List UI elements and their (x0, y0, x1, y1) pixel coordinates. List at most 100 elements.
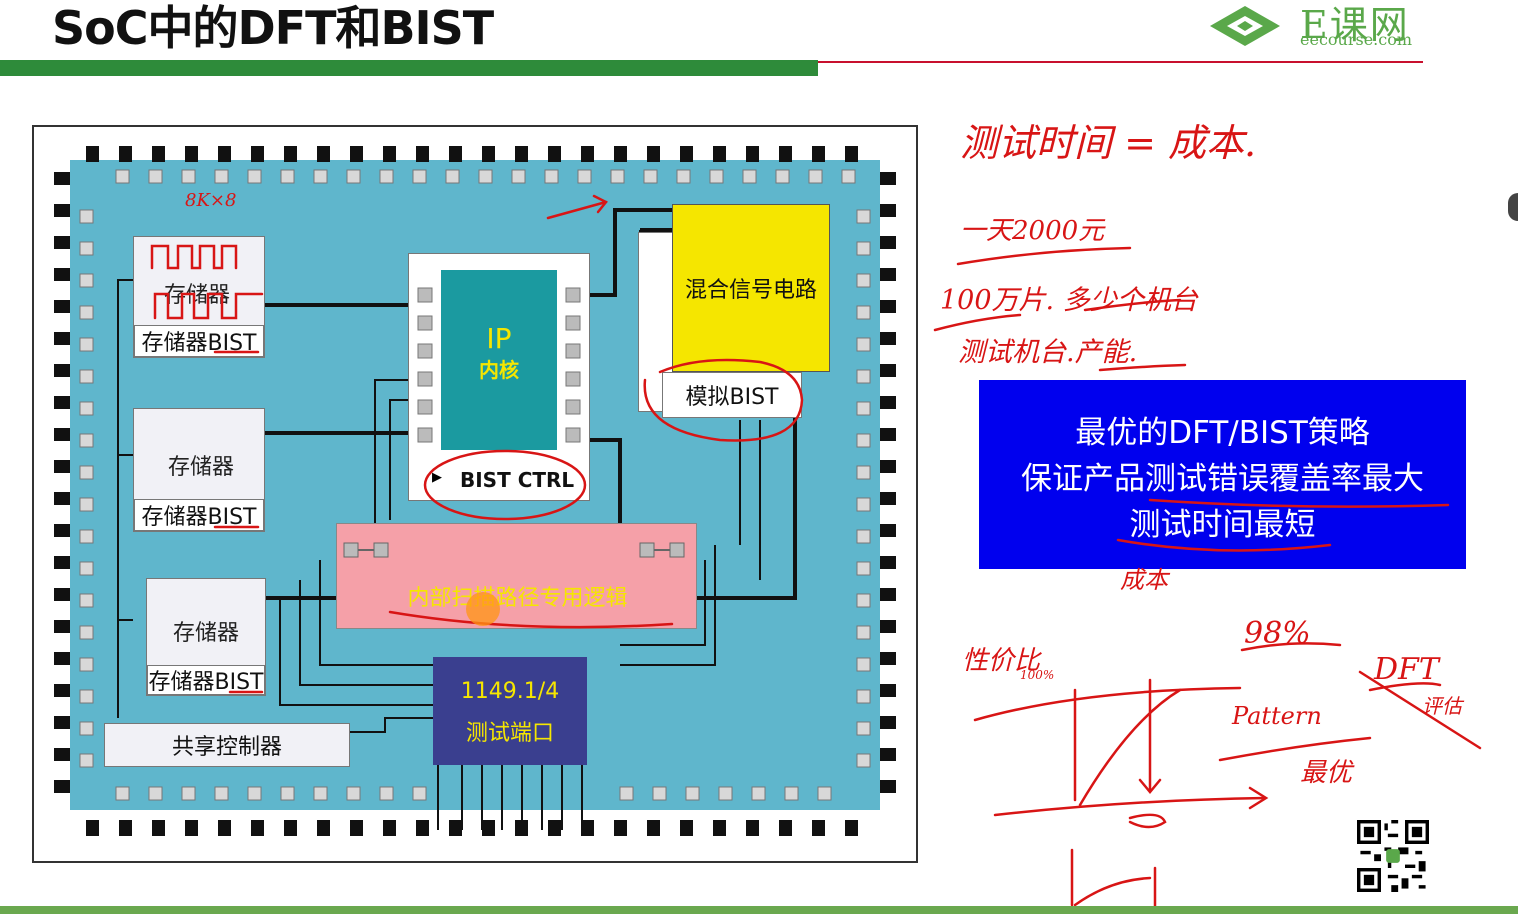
chip-pad (856, 657, 871, 672)
annotation-optimal: 最优 (1300, 758, 1353, 788)
chip-pad (79, 369, 94, 384)
chip-pin (54, 780, 70, 793)
chip-pin (284, 820, 297, 836)
chip-pad (79, 465, 94, 480)
strategy-line2: 保证产品测试错误覆盖率最大 (1021, 461, 1424, 497)
chip-pin (880, 428, 896, 441)
chip-pin (54, 620, 70, 633)
chip-pin (54, 300, 70, 313)
chip-pin (482, 820, 495, 836)
chip-pin (54, 396, 70, 409)
chip-pin (614, 820, 627, 836)
chip-pad (856, 369, 871, 384)
chip-pad (544, 169, 559, 184)
chip-pin (779, 820, 792, 836)
chip-pad (79, 433, 94, 448)
chip-pad (79, 241, 94, 256)
bist-ctrl-label: BIST CTRL (460, 468, 575, 492)
chip-pad (79, 721, 94, 736)
chip-pin (54, 716, 70, 729)
chip-pin (548, 820, 561, 836)
chip-pin (713, 820, 726, 836)
chip-pins-bottom (86, 820, 858, 836)
chip-pin (880, 172, 896, 185)
chip-pad (313, 786, 328, 801)
scroll-handle[interactable] (1508, 193, 1518, 221)
chip-pad (808, 169, 823, 184)
chip-pad (445, 169, 460, 184)
scan-logic-block: 内部扫描路径专用逻辑 (336, 523, 697, 629)
chip-pin (880, 492, 896, 505)
chip-pad (709, 169, 724, 184)
memory-bist-label: 存储器BIST (134, 499, 264, 531)
chip-pin (284, 146, 297, 162)
annotation-dft: DFT (1374, 652, 1439, 687)
chip-pad (643, 169, 658, 184)
chip-pin (317, 820, 330, 836)
chip-pad (214, 786, 229, 801)
chip-pad (856, 497, 871, 512)
chip-pad (856, 305, 871, 320)
chip-pin (880, 364, 896, 377)
chip-pad (856, 401, 871, 416)
chip-pad (79, 657, 94, 672)
chip-pin (54, 684, 70, 697)
analog-bist-block: 模拟BIST (662, 372, 802, 418)
ip-core-subtitle: 内核 (479, 358, 519, 382)
chip-pin (54, 556, 70, 569)
strategy-box: 最优的DFT/BIST策略 保证产品测试错误覆盖率最大 测试时间最短 (979, 380, 1466, 569)
chip-pad (856, 433, 871, 448)
chip-pin (515, 146, 528, 162)
chip-pin (680, 820, 693, 836)
memory-label: 存储器 (168, 455, 235, 480)
chip-pad (610, 169, 625, 184)
chip-pin (880, 396, 896, 409)
chip-pin (880, 716, 896, 729)
chip-pin (880, 204, 896, 217)
chip-pin (746, 820, 759, 836)
chip-pin (482, 146, 495, 162)
chip-pad (412, 786, 427, 801)
chip-pad (685, 786, 700, 801)
chip-pins-top (86, 146, 858, 162)
chip-pin (581, 820, 594, 836)
chip-pin (54, 588, 70, 601)
chip-pad (856, 241, 871, 256)
chip-pin (647, 146, 660, 162)
chip-pin (251, 146, 264, 162)
chip-pad (79, 561, 94, 576)
chip-pin (54, 492, 70, 505)
chip-pin (416, 820, 429, 836)
chip-pin (119, 146, 132, 162)
chip-pin (812, 820, 825, 836)
chip-pad (856, 753, 871, 768)
title-underline-red (818, 61, 1423, 63)
chip-pad (856, 593, 871, 608)
chip-pin (812, 146, 825, 162)
chip-pin (54, 460, 70, 473)
chip-pin (880, 620, 896, 633)
annotation-cost-below: 成本 (1120, 566, 1168, 594)
qr-code-icon (1357, 820, 1429, 892)
chip-pad (181, 786, 196, 801)
chip-pad (79, 273, 94, 288)
chip-pad (379, 786, 394, 801)
chip-pin (251, 820, 264, 836)
chip-pin (54, 268, 70, 281)
chip-pin (185, 146, 198, 162)
chip-pad (718, 786, 733, 801)
chip-pins-right (880, 172, 896, 793)
annotation-mem-size: 8K×8 (185, 190, 237, 211)
chip-pad (79, 625, 94, 640)
chip-pad (856, 337, 871, 352)
chip-pad (79, 305, 94, 320)
chip-pad (247, 786, 262, 801)
chip-pin (880, 652, 896, 665)
annotation-day-price: 一天2000元 (960, 216, 1105, 246)
title-underline-green (0, 60, 818, 76)
chip-pin (746, 146, 759, 162)
chip-pad (79, 401, 94, 416)
chip-pins-left (54, 172, 70, 793)
chip-pin (185, 820, 198, 836)
chip-pin (880, 780, 896, 793)
